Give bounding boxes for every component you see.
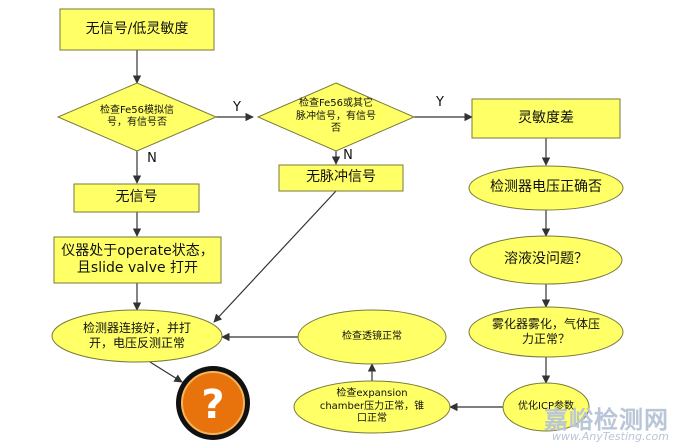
detector-voltage-label: 检测器电压正确否 xyxy=(490,179,602,196)
check-fe56-pulse-label: 检查Fe56或其它脉冲信号，有信号否 xyxy=(296,98,376,135)
detector-connect-label: 检测器连接好，并打开，电压反测正常 xyxy=(82,321,191,350)
question-badge: ? xyxy=(176,366,250,440)
box-start xyxy=(59,8,215,51)
question-mark-icon: ? xyxy=(201,382,224,428)
box-no-pulse xyxy=(278,164,404,192)
lens-ok-label: 检查透镜正常 xyxy=(342,330,402,342)
expansion-chamber-label: 检查expansion chamber压力正常，锥口正常 xyxy=(319,388,425,425)
edge-no-pulse-to-connect xyxy=(213,190,337,323)
ellipse-expansion-chamber xyxy=(293,380,451,434)
optimize-icp-label: 优化ICP参数 xyxy=(518,400,574,412)
ellipse-solution-ok xyxy=(469,235,623,285)
ellipse-detector-connect xyxy=(51,309,223,363)
box-instrument-operate xyxy=(53,236,222,284)
check-fe56-label: 检查Fe56模拟信号，有信号否 xyxy=(99,104,175,129)
no-signal-label: 无信号 xyxy=(115,189,158,206)
watermark-cn: 嘉峪检测网 xyxy=(544,406,669,434)
edge-label-n1: N xyxy=(147,150,157,166)
ellipse-optimize-icp xyxy=(502,382,590,432)
edge-label-n2: N xyxy=(343,147,353,163)
ellipse-detector-voltage xyxy=(468,165,624,211)
ellipse-lens-ok xyxy=(297,309,447,365)
start-label: 无信号/低灵敏度 xyxy=(85,20,189,37)
box-sensitivity-poor xyxy=(471,98,621,139)
no-pulse-label: 无脉冲信号 xyxy=(306,169,376,186)
solution-ok-label: 溶液没问题？ xyxy=(504,251,588,268)
sensitivity-poor-label: 灵敏度差 xyxy=(518,109,574,126)
nebulizer-label: 雾化器雾化，气体压力正常？ xyxy=(491,317,600,346)
edge-label-y1: Y xyxy=(233,99,241,115)
ellipse-nebulizer xyxy=(468,306,624,358)
watermark-en: www.AnyTesting.com xyxy=(552,430,669,443)
diamond-check-fe56 xyxy=(56,82,218,152)
edge-label-y2: Y xyxy=(436,94,444,110)
diamond-check-fe56-pulse xyxy=(256,82,416,152)
instrument-operate-label: 仪器处于operate状态，且slide valve 打开 xyxy=(61,242,214,277)
box-no-signal xyxy=(73,183,200,213)
edge-connect-to-badge xyxy=(149,361,183,383)
